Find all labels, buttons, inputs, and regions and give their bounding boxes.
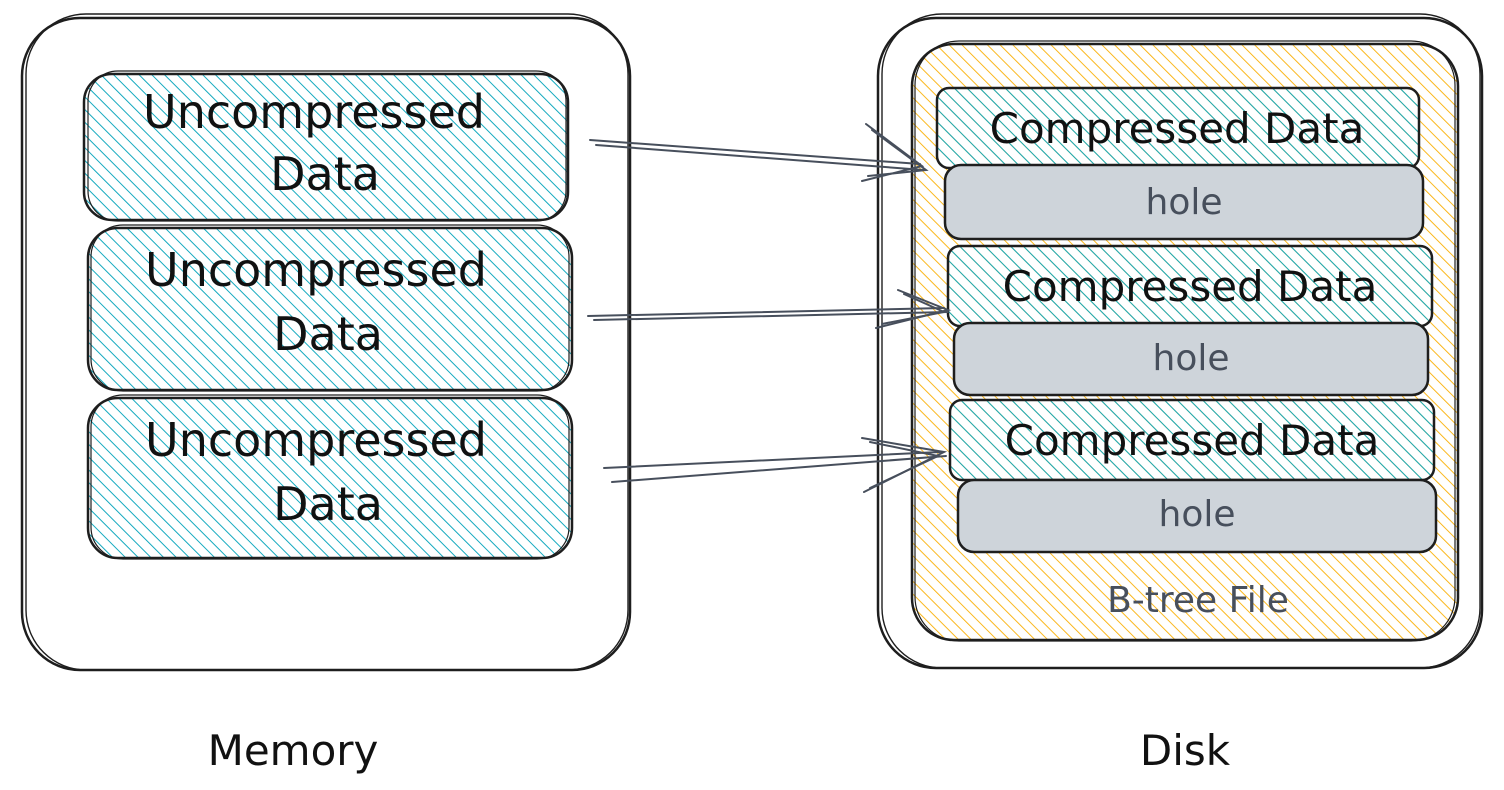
compressed-data-block: Compressed Data: [935, 86, 1421, 170]
uncompressed-data-label: Uncompressed: [145, 243, 487, 297]
arrow: [603, 437, 948, 493]
disk-label: Disk: [1140, 726, 1231, 775]
uncompressed-data-block: Uncompressed Data: [86, 394, 574, 560]
uncompressed-data-label: Uncompressed: [145, 413, 487, 467]
hole-block: hole: [943, 163, 1425, 241]
hole-label: hole: [1153, 338, 1230, 379]
compressed-data-block: Compressed Data: [948, 398, 1436, 482]
compressed-data-label: Compressed Data: [1003, 262, 1378, 311]
memory-label: Memory: [208, 726, 379, 775]
uncompressed-data-block: Uncompressed Data: [86, 224, 574, 392]
uncompressed-data-label: Uncompressed: [143, 85, 485, 139]
compressed-data-label: Compressed Data: [1005, 416, 1380, 465]
arrow: [589, 123, 929, 182]
uncompressed-data-label: Data: [273, 477, 383, 531]
arrow: [587, 289, 952, 329]
hole-block: hole: [952, 321, 1430, 397]
uncompressed-data-label: Data: [273, 307, 383, 361]
compressed-data-label: Compressed Data: [990, 104, 1365, 153]
btree-file-label: B-tree File: [1107, 580, 1289, 621]
hole-label: hole: [1159, 494, 1236, 535]
uncompressed-data-block: Uncompressed Data: [82, 70, 570, 222]
compressed-data-block: Compressed Data: [946, 244, 1434, 328]
uncompressed-data-label: Data: [270, 147, 380, 201]
hole-block: hole: [956, 478, 1438, 554]
hole-label: hole: [1146, 182, 1223, 223]
